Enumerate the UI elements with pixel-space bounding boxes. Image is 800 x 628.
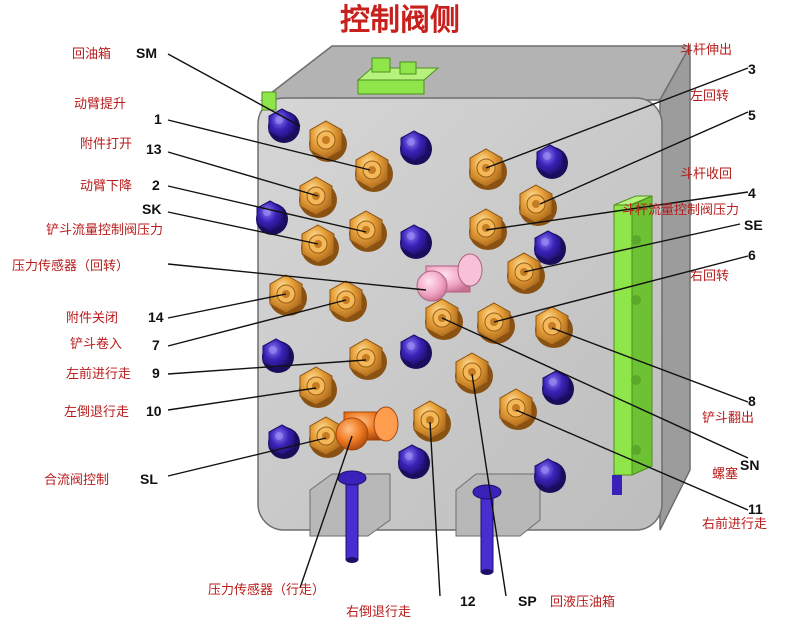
- bolt-icon: [472, 484, 502, 575]
- callout-labels: 回油箱 SM 动臂提升 1 附件打开 13 动臂下降 2 SK 铲斗流量控制阀压…: [12, 43, 767, 620]
- label-3-code: 3: [748, 61, 756, 77]
- label-sp-code: SP: [518, 593, 537, 609]
- label-13-text: 附件打开: [80, 137, 132, 152]
- label-1-code: 1: [154, 111, 162, 127]
- label-6-code: 8: [748, 393, 756, 409]
- label-1-text: 动臂提升: [74, 96, 126, 112]
- label-se-text: 斗杆流量控制阀压力: [622, 203, 739, 218]
- label-ps-travel-text: 压力传感器（行走）: [208, 582, 325, 598]
- label-sk-text: 铲斗流量控制阀压力: [46, 223, 163, 238]
- label-sm-text: 回油箱: [72, 46, 111, 62]
- label-14-code: 14: [148, 309, 164, 325]
- valve-ports: [255, 108, 575, 494]
- label-6-text: 铲斗翻出: [702, 411, 754, 426]
- label-5-code: 5: [748, 107, 756, 123]
- label-sn-text: 螺塞: [712, 466, 738, 482]
- label-2-text: 动臂下降: [80, 179, 132, 194]
- label-9-text: 左前进行走: [66, 366, 131, 382]
- label-7-code: 7: [152, 337, 160, 353]
- label-sk-code: SK: [142, 201, 161, 217]
- label-sl-text: 合流阀控制: [44, 473, 109, 488]
- label-9-code: 9: [152, 365, 160, 381]
- label-12-text: 右倒退行走: [346, 605, 411, 620]
- side-bracket: [612, 195, 653, 495]
- label-5-text: 左回转: [690, 89, 729, 104]
- pressure-sensor-icon: [335, 406, 399, 451]
- label-7-text: 铲斗卷入: [70, 336, 122, 352]
- top-port-bracket: [356, 57, 440, 95]
- label-11-text: 右前进行走: [702, 516, 767, 532]
- label-ps-swing-text: 压力传感器（回转）: [12, 258, 129, 274]
- label-13-code: 13: [146, 141, 162, 157]
- label-sp-text: 回液压油箱: [550, 594, 615, 610]
- label-2-code: 2: [152, 177, 160, 193]
- label-sm-code: SM: [136, 45, 157, 61]
- label-3-text: 斗杆伸出: [680, 43, 732, 58]
- bolt-icon: [337, 470, 367, 563]
- left-bracket: [261, 91, 277, 111]
- label-sn-code: SN: [740, 457, 759, 473]
- label-se-code: SE: [744, 217, 763, 233]
- leader-lines: [167, 53, 749, 597]
- label-10-text: 左倒退行走: [64, 405, 129, 420]
- label-sl-code: SL: [140, 471, 158, 487]
- label-14-text: 附件关闭: [66, 311, 118, 326]
- label-8-text: 右回转: [690, 269, 729, 284]
- label-4-code: 4: [748, 185, 756, 201]
- diagram-title: 控制阀侧: [340, 3, 460, 38]
- label-4-text: 斗杆收回: [680, 167, 732, 182]
- label-10-code: 10: [146, 403, 162, 419]
- pressure-sensor-icon: [416, 253, 483, 302]
- label-12-code: 12: [460, 593, 476, 609]
- label-11-code: 11: [748, 501, 763, 517]
- label-8-code: 6: [748, 247, 756, 263]
